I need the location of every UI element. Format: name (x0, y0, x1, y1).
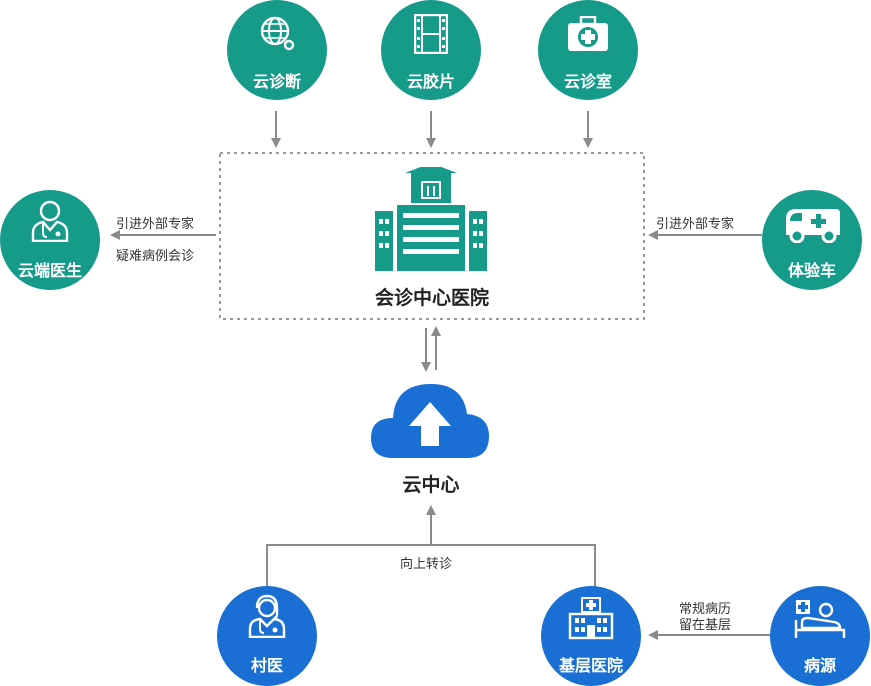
left-arrow-upper-label: 引进外部专家 (116, 217, 195, 232)
medical-kit-icon (568, 16, 608, 51)
village-doctor-label: 村医 (250, 656, 283, 675)
cloud-diagnosis-label: 云诊断 (252, 72, 301, 91)
village-doctor-node: 村医 (217, 586, 317, 686)
female-doctor-icon (248, 594, 286, 638)
right-arrow-label: 引进外部专家 (656, 217, 735, 232)
film-strip-icon (414, 14, 448, 54)
doctor-icon (31, 200, 69, 242)
cloud-doctor-label: 云端医生 (17, 261, 82, 280)
patient-source-node: 病源 (770, 586, 870, 686)
primary-hospital-label: 基层医院 (558, 656, 623, 675)
patient-source-label: 病源 (803, 656, 836, 675)
cloud-clinic-node: 云诊室 (538, 0, 638, 100)
left-arrow-lower-label: 疑难病例会诊 (116, 249, 195, 264)
retain-label-line1: 常规病历 (679, 602, 732, 617)
hospital-bed-icon (794, 600, 846, 638)
cloud-clinic-label: 云诊室 (563, 72, 612, 91)
cloud-doctor-node: 云端医生 (0, 190, 100, 290)
cloud-center-label: 云中心 (402, 474, 460, 496)
cloud-film-node: 云胶片 (381, 0, 481, 100)
referral-label: 向上转诊 (400, 557, 453, 572)
hospital-building-icon (375, 167, 487, 271)
center-hospital-title: 会诊中心医院 (374, 287, 489, 309)
cloud-diagnosis-node: 云诊断 (227, 0, 327, 100)
hospital-icon (568, 597, 614, 640)
checkup-vehicle-node: 体验车 (762, 190, 862, 290)
retain-label-line2: 留在基层 (679, 618, 732, 633)
cloud-upload-icon (371, 384, 489, 458)
checkup-vehicle-label: 体验车 (787, 261, 836, 280)
cloud-film-label: 云胶片 (406, 72, 455, 91)
center-dashed-box (219, 152, 645, 320)
ambulance-icon (786, 209, 840, 243)
globe-stethoscope-icon (260, 16, 295, 51)
primary-hospital-node: 基层医院 (541, 586, 641, 686)
